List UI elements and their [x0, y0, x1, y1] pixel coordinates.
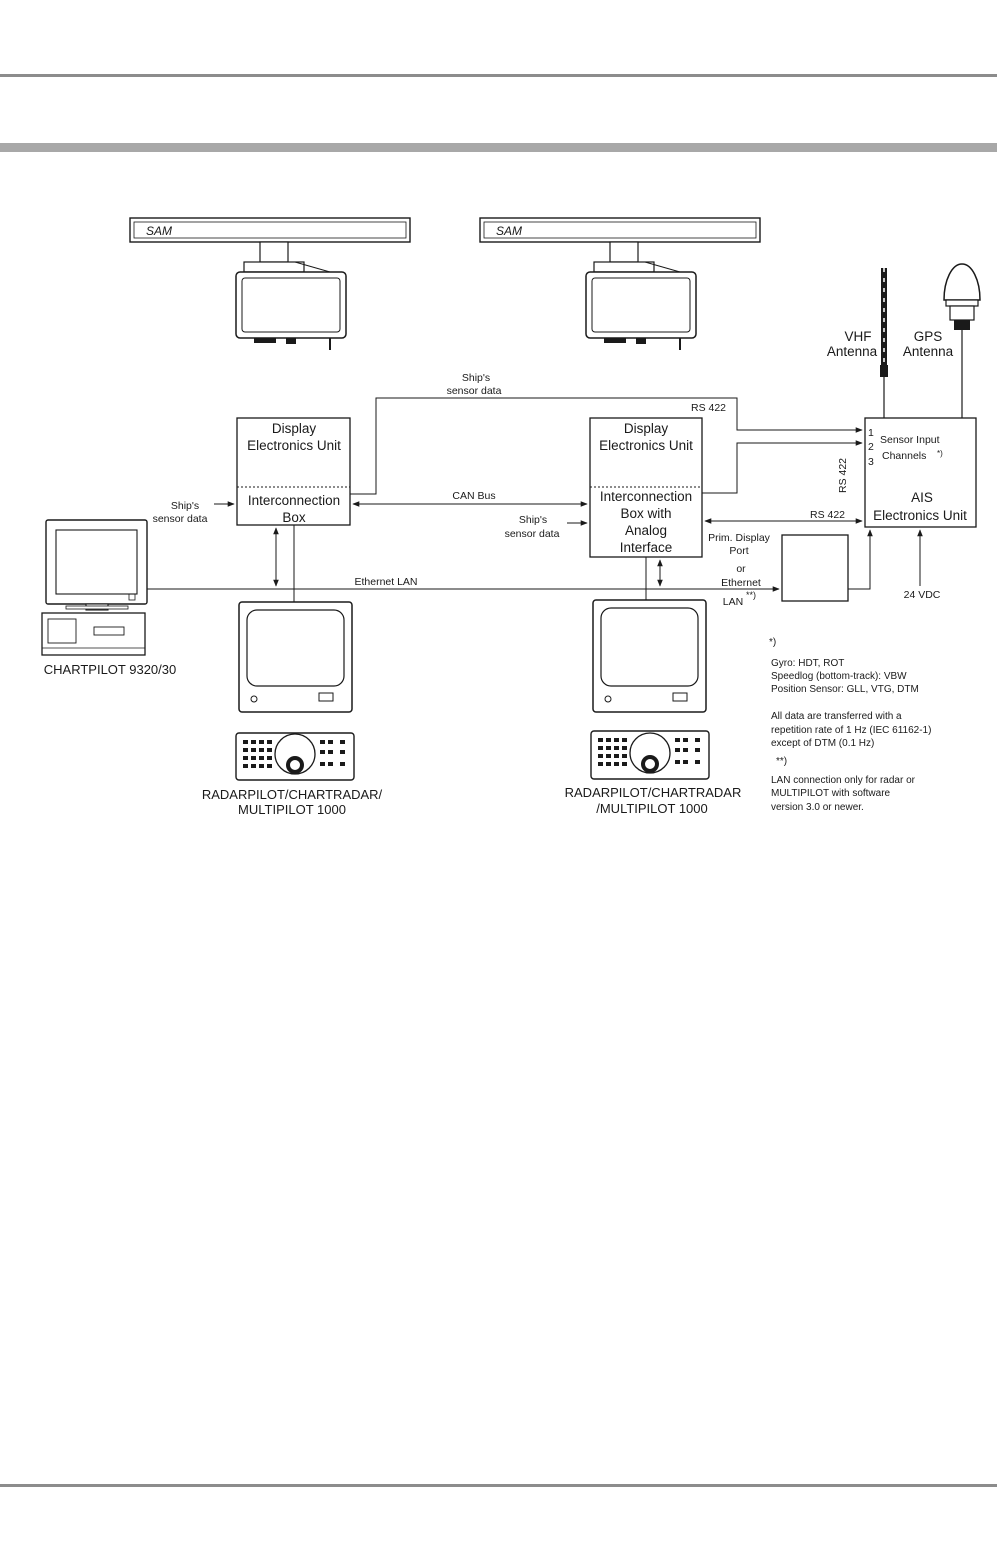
gps-antenna [943, 263, 981, 418]
interconnection-box-right-title: Analog [625, 523, 667, 538]
footnote-mark-2: **) [776, 756, 787, 767]
prim-display-label: Port [729, 545, 748, 557]
footnote-line: version 3.0 or newer. [771, 802, 864, 813]
prim-display-footnote-mark: **) [746, 590, 756, 600]
ships-sensor-data-left: Ship's [171, 500, 199, 512]
interconnection-box-right-title: Box with [620, 506, 671, 521]
prim-display-label: Prim. Display [708, 532, 771, 544]
footnote-mark-1: *) [769, 637, 776, 648]
section-bar [0, 143, 997, 152]
sensor-footnote-mark: *) [937, 449, 943, 458]
radarpilot-right-label: /MULTIPILOT 1000 [596, 801, 708, 816]
deu-left-title: Electronics Unit [247, 438, 341, 453]
antenna-label: SAM [146, 224, 172, 238]
footnote-line: Position Sensor: GLL, VTG, DTM [771, 684, 919, 695]
footnotes: *) Gyro: HDT, ROT Speedlog (bottom-track… [769, 637, 931, 813]
antenna-label: SAM [496, 224, 522, 238]
sensor-input-label: Channels [882, 450, 926, 462]
deu-right-title: Electronics Unit [599, 438, 693, 453]
control-panel-left [235, 732, 355, 781]
footnote-line: repetition rate of 1 Hz (IEC 61162-1) [771, 725, 931, 736]
deu-right-title: Display [624, 421, 669, 436]
ethernet-lan-label: Ethernet LAN [354, 576, 417, 588]
ships-sensor-data-top: sensor data [447, 385, 502, 397]
sensor-input-label: Sensor Input [880, 434, 940, 446]
gps-antenna-label: GPS [914, 329, 943, 344]
footer-rule [0, 1484, 997, 1487]
monitor-left [238, 601, 353, 713]
interconnection-box-right-title: Interface [620, 540, 673, 555]
ships-sensor-data-top: Ship's [462, 372, 490, 384]
channel-2-label: 2 [868, 441, 874, 453]
gps-antenna-label: Antenna [903, 344, 954, 359]
channel-3-label: 3 [868, 456, 874, 468]
footnote-line: Speedlog (bottom-track): VBW [771, 671, 907, 682]
interconnection-box-left-title: Interconnection [248, 493, 340, 508]
footnote-line: LAN connection only for radar or [771, 775, 916, 786]
chartpilot-label: CHARTPILOT 9320/30 [44, 662, 176, 677]
radarpilot-left-label: RADARPILOT/CHARTRADAR/ [202, 787, 383, 802]
ais-unit-title: Electronics Unit [873, 508, 967, 523]
footnote-line: except of DTM (0.1 Hz) [771, 738, 874, 749]
rs422-mid-label: RS 422 [810, 509, 845, 521]
vdc-label: 24 VDC [904, 589, 941, 601]
ships-sensor-data-left: sensor data [153, 513, 208, 525]
radar-antenna-1: SAM [129, 217, 411, 350]
header-rule [0, 74, 997, 77]
footnote-line: Gyro: HDT, ROT [771, 658, 844, 669]
radarpilot-left-label: MULTIPILOT 1000 [238, 802, 346, 817]
prim-display-label: or [736, 563, 746, 575]
ships-sensor-data-mid: sensor data [505, 528, 560, 540]
monitor-right [592, 599, 707, 713]
ais-unit-title: AIS [911, 490, 933, 505]
interconnection-box-left-title: Box [282, 510, 306, 525]
connections [147, 397, 923, 602]
channel-1-label: 1 [868, 427, 874, 439]
radarpilot-right-label: RADARPILOT/CHARTRADAR [565, 785, 742, 800]
prim-display-label: Ethernet [721, 577, 761, 589]
footnote-line: All data are transferred with a [771, 711, 902, 722]
footnote-line: MULTIPILOT with software [771, 788, 891, 799]
control-panel-right [590, 730, 710, 780]
vhf-antenna-label: Antenna [827, 344, 878, 359]
interconnection-box-right-title: Interconnection [600, 489, 692, 504]
can-bus-label: CAN Bus [452, 490, 495, 502]
deu-left-title: Display [272, 421, 317, 436]
rs422-top-label: RS 422 [691, 402, 726, 414]
radar-antenna-2: SAM [479, 217, 761, 350]
ships-sensor-data-mid: Ship's [519, 514, 547, 526]
vhf-antenna [880, 268, 888, 418]
interface-box [781, 534, 849, 602]
vhf-antenna-label: VHF [845, 329, 872, 344]
prim-display-label: LAN [723, 596, 743, 608]
ais-electronics-unit [864, 417, 977, 528]
chartpilot-computer [41, 519, 148, 656]
rs422-vertical-label: RS 422 [837, 458, 849, 493]
